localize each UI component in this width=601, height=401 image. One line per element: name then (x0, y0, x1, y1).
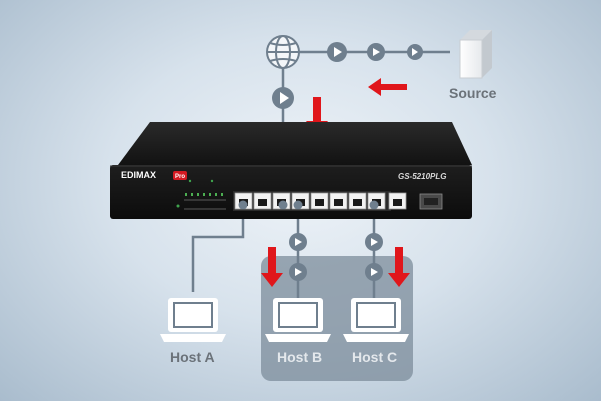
switch-brand-badge: Pro (175, 174, 185, 180)
red-arrow-icon (368, 78, 407, 96)
source-label: Source (449, 85, 497, 101)
play-arrow-icon (327, 42, 347, 62)
laptop-icon (160, 298, 226, 342)
red-arrow-icon (261, 247, 283, 287)
host-b-label: Host B (277, 349, 323, 365)
host-a-label: Host A (170, 349, 215, 365)
switch-brand: EDIMAX (121, 170, 156, 180)
play-arrow-icon (365, 233, 383, 251)
red-arrow-icon (388, 247, 410, 287)
ethernet-ports (233, 191, 443, 211)
globe-icon (266, 35, 300, 69)
play-arrow-icon (272, 87, 294, 109)
server-icon (459, 30, 492, 79)
laptop-icon (343, 298, 409, 342)
network-switch (110, 122, 472, 219)
play-arrow-icon (289, 233, 307, 251)
play-arrow-icon (367, 43, 385, 61)
host-c-label: Host C (352, 349, 398, 365)
switch-model: GS-5210PLG (398, 172, 446, 181)
play-arrow-icon (365, 263, 383, 281)
play-arrow-icon (289, 263, 307, 281)
play-arrow-icon (407, 44, 423, 60)
laptop-icon (265, 298, 331, 342)
